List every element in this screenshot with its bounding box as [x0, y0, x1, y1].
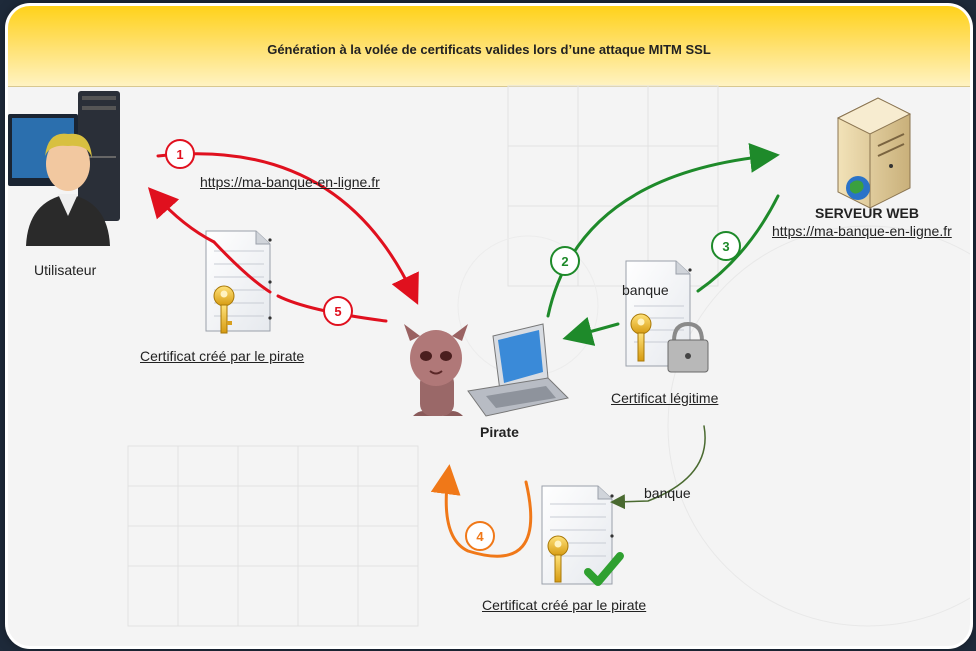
key-icon-top	[213, 285, 235, 334]
legit-cert-banque-tag: banque	[622, 282, 669, 298]
step1-url-link[interactable]: https://ma-banque-en-ligne.fr	[200, 174, 380, 190]
user-computer-icon	[8, 91, 120, 221]
svg-text:2: 2	[561, 254, 568, 269]
diagram-frame: Génération à la volée de certificats val…	[8, 6, 970, 646]
fake-certificate-bottom-icon	[541, 485, 614, 585]
arrow-banque	[610, 425, 706, 510]
user-person-icon	[26, 133, 110, 246]
server-url-link[interactable]: https://ma-banque-en-ligne.fr	[772, 223, 952, 239]
key-icon-legit	[630, 313, 652, 362]
background-grid	[127, 85, 970, 627]
step-3-badge: 3	[711, 231, 741, 261]
laptop-icon	[467, 323, 569, 417]
arrow-step-5	[156, 196, 388, 323]
arrow-step-1	[156, 152, 419, 305]
step-4-badge: 4	[465, 521, 495, 551]
header-band: Génération à la volée de certificats val…	[8, 6, 970, 87]
pirate-label: Pirate	[480, 424, 519, 440]
arrow-step-4	[430, 464, 533, 558]
key-icon-bottom	[547, 535, 569, 583]
diagram-canvas: 1 5 2 3 4	[8, 85, 970, 627]
arrow-step-3	[574, 194, 780, 336]
padlock-icon	[667, 321, 709, 373]
fake-cert-bottom-label: Certificat créé par le pirate	[482, 597, 647, 613]
legit-cert-label: Certificat légitime	[611, 390, 719, 406]
svg-text:1: 1	[176, 147, 183, 162]
pirate-icon	[404, 324, 468, 416]
server-icon	[836, 97, 912, 209]
checkmark-icon	[584, 552, 624, 586]
user-label: Utilisateur	[34, 262, 97, 278]
svg-text:4: 4	[476, 529, 484, 544]
svg-text:3: 3	[722, 239, 729, 254]
step-5-badge: 5	[323, 296, 353, 326]
flow-arrows	[156, 142, 780, 558]
diagram-title: Génération à la volée de certificats val…	[267, 42, 711, 57]
step-1-badge: 1	[165, 139, 195, 169]
arrow-step-2	[546, 142, 780, 318]
fake-cert-top-label: Certificat créé par le pirate	[140, 348, 305, 364]
step-2-badge: 2	[550, 246, 580, 276]
svg-text:5: 5	[334, 304, 341, 319]
server-label: SERVEUR WEB	[815, 205, 919, 221]
banque-transfer-label: banque	[644, 485, 691, 501]
